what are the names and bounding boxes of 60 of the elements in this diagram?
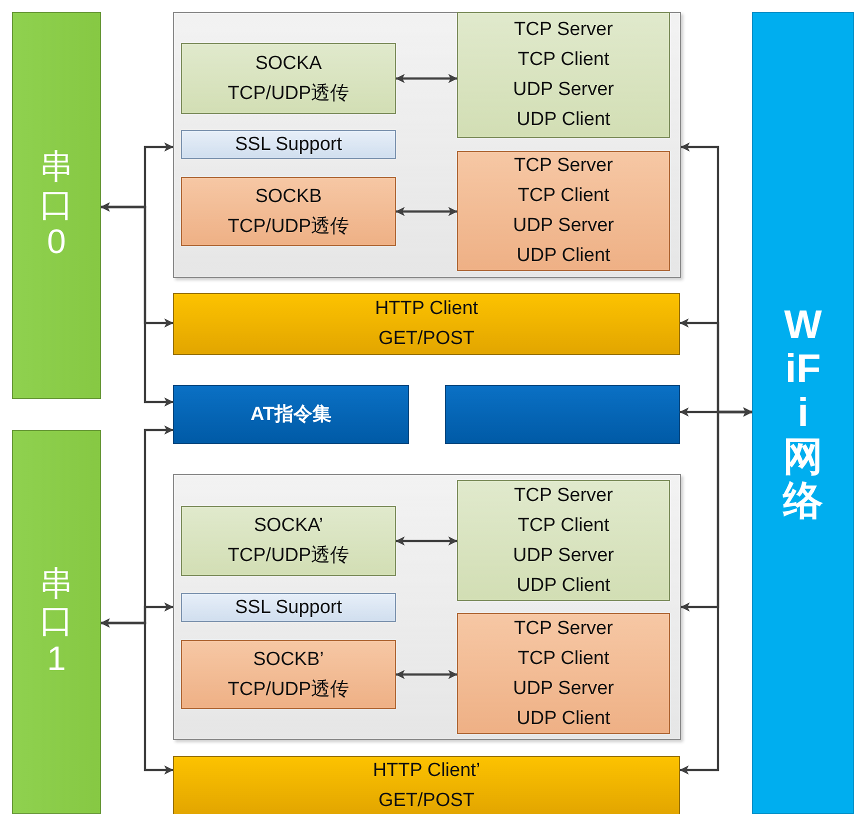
connector-arrow [396,74,458,84]
node-text: UDP Server [512,214,614,238]
socket-box [181,506,396,576]
socket-box [181,640,396,709]
connector-arrow [100,618,174,775]
node-text: UDP Server [512,544,614,568]
vertical-label: 串口0 [38,149,74,262]
socket-box [457,480,670,601]
node-text: SOCKA’ [254,514,324,538]
node-text: TCP Client [518,646,610,670]
connector-arrow [396,670,458,680]
node-text: SOCKA [255,52,322,76]
socket-box [457,12,670,138]
node-text: UDP Client [516,244,610,268]
socket-group-panel [173,474,681,740]
vertical-label: WiFi网络 [782,303,824,523]
node-text: SOCKB’ [253,648,324,672]
vertical-label: 串口1 [38,566,74,678]
connector-arrow [680,407,752,775]
socket-box [181,43,396,114]
node-text: AT指令集 [250,402,332,426]
node-text: TCP Server [514,484,613,508]
http-client-box [173,293,680,355]
node-text: HTTP Client’ [372,759,480,783]
node-text: HTTP Client [374,297,478,321]
node-text: TCP Client [518,48,610,72]
socket-group-panel [173,12,681,278]
socket-box [181,177,396,246]
node-text: SSL Support [234,596,342,620]
module-box [173,385,409,444]
ssl-box [181,593,396,622]
node-text: TCP Server [514,154,613,178]
node-text: TCP/UDP透传 [228,678,350,702]
node-text: TCP/UDP透传 [228,82,350,106]
node-text: UDP Server [512,676,614,700]
node-text: SSL Support [234,132,342,156]
node-text: UDP Client [516,706,610,730]
wifi-network-bar [752,12,854,814]
connector-arrow [396,536,458,546]
node-text: TCP/UDP透传 [228,214,350,238]
socket-box [457,151,670,271]
connector-arrow [100,202,174,407]
node-text: UDP Client [516,108,610,132]
http-client-box [173,756,680,814]
node-text: UDP Server [512,78,614,102]
socket-box [457,613,670,734]
serial-port-bar [12,12,101,399]
node-text: TCP/UDP透传 [228,544,350,568]
module-box [445,385,680,444]
node-text: TCP Client [518,184,610,208]
node-text: GET/POST [378,789,475,813]
node-text: UDP Client [516,574,610,598]
node-text: TCP Client [518,514,610,538]
connector-arrow [396,206,458,216]
ssl-box [181,130,396,159]
node-text: SOCKB [255,184,322,208]
serial-port-bar [12,430,101,814]
node-text: TCP Server [514,18,613,42]
node-text: GET/POST [378,327,475,351]
node-text: TCP Server [514,616,613,640]
